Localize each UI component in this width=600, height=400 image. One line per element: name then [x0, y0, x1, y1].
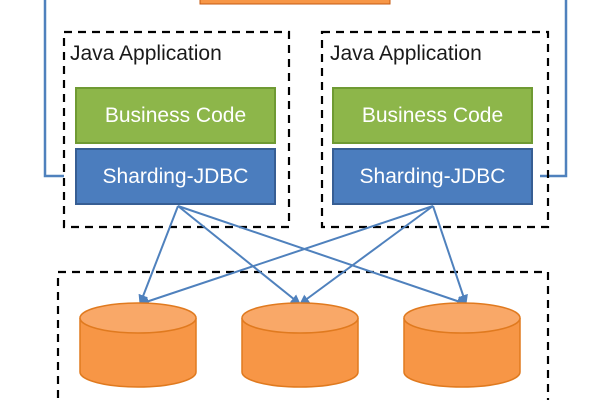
app-container-right [320, 30, 550, 229]
database-cylinder [241, 302, 359, 388]
registry-connector-line [43, 0, 64, 178]
app-title: Java Application [70, 42, 222, 65]
connection-arrow [139, 205, 434, 306]
connection-arrow [432, 205, 468, 305]
connection-arrow [177, 205, 467, 306]
connection-arrow [299, 205, 434, 305]
sharding-jdbc-box: Sharding-JDBC [332, 148, 533, 205]
business-code-box: Business Code [332, 87, 533, 144]
database-cluster-container [56, 270, 550, 400]
registry-bar [199, 0, 391, 5]
app-container-left [62, 30, 291, 229]
database-cylinder [403, 302, 521, 388]
connection-arrows [138, 205, 468, 306]
sharding-jdbc-box: Sharding-JDBC [75, 148, 276, 205]
database-cylinder [79, 302, 197, 388]
connection-arrow [177, 205, 301, 305]
business-code-box: Business Code [75, 87, 276, 144]
app-title: Java Application [330, 42, 482, 65]
registry-connector-line [540, 0, 568, 178]
connection-arrow [138, 205, 179, 305]
